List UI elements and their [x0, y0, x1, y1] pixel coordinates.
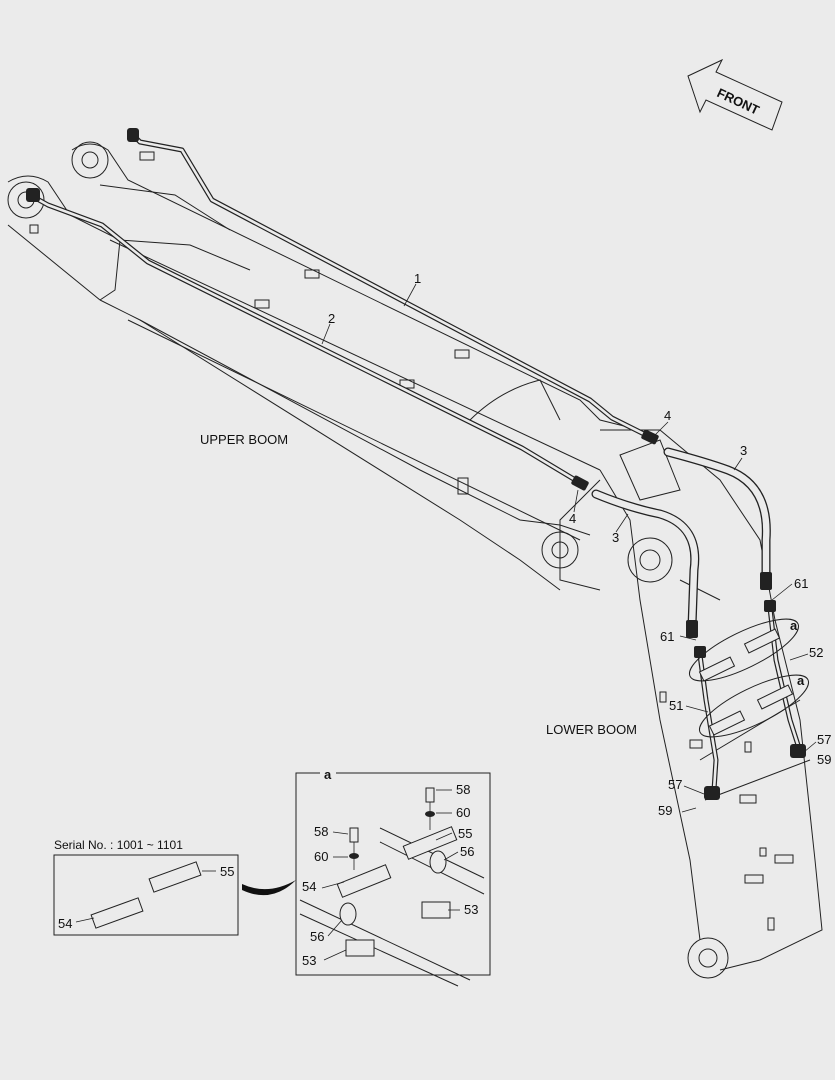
- callout-pipe-2: 2: [328, 311, 335, 326]
- clamp-group-52: [688, 618, 800, 682]
- hose-3-lower: [591, 489, 700, 638]
- serial-variant-box: Serial No. : 1001 ~ 1101 55 54: [53, 838, 239, 936]
- serial-box-title: Serial No. : 1001 ~ 1101: [54, 838, 183, 852]
- detail-a-label-60-top: 60: [456, 805, 470, 820]
- clamp-group-51: [698, 674, 810, 738]
- variant-pointer-arrow: [242, 880, 296, 896]
- upper-boom-label: UPPER BOOM: [200, 432, 288, 447]
- detail-a-label-54: 54: [302, 879, 316, 894]
- front-arrow: FRONT: [687, 58, 783, 131]
- detail-a-label-53-left: 53: [302, 953, 316, 968]
- hose-3-upper: [663, 447, 772, 590]
- detail-a-label-60-left: 60: [314, 849, 328, 864]
- detail-a-label-55: 55: [458, 826, 472, 841]
- pipe-1: [127, 128, 659, 445]
- callout-fitting-4-lower: 4: [569, 511, 576, 526]
- serial-box-label-54: 54: [58, 916, 72, 931]
- callout-hose-3-upper: 3: [740, 443, 747, 458]
- callout-pipe-1: 1: [414, 271, 421, 286]
- detail-a-box: a 58 60 58 55 60 56: [295, 767, 491, 987]
- callout-hose-3-lower: 3: [612, 530, 619, 545]
- leader-lines: [321, 283, 817, 813]
- callout-bolt-57-right: 57: [817, 732, 831, 747]
- pipe-2: [26, 188, 589, 491]
- lower-boom-label: LOWER BOOM: [546, 722, 637, 737]
- upper-boom-body: [7, 141, 641, 591]
- callout-bolt-59-right: 59: [817, 752, 831, 767]
- detail-a-label-56-right: 56: [460, 844, 474, 859]
- serial-box-label-55: 55: [220, 864, 234, 879]
- detail-a-label-58-top: 58: [456, 782, 470, 797]
- callout-fitting-4-upper: 4: [664, 408, 671, 423]
- detail-a-title: a: [324, 767, 332, 782]
- callout-clamp-52: 52: [809, 645, 823, 660]
- callout-clamp-51: 51: [669, 698, 683, 713]
- callout-detail-a-upper: a: [790, 618, 798, 633]
- detail-a-label-53-right: 53: [464, 902, 478, 917]
- callout-fitting-61-lower: 61: [660, 629, 674, 644]
- callout-fitting-61-upper: 61: [794, 576, 808, 591]
- callout-bolt-59-left: 59: [658, 803, 672, 818]
- detail-a-label-58-left: 58: [314, 824, 328, 839]
- detail-a-label-56-left: 56: [310, 929, 324, 944]
- callout-detail-a-lower: a: [797, 673, 805, 688]
- callout-bolt-57-left: 57: [668, 777, 682, 792]
